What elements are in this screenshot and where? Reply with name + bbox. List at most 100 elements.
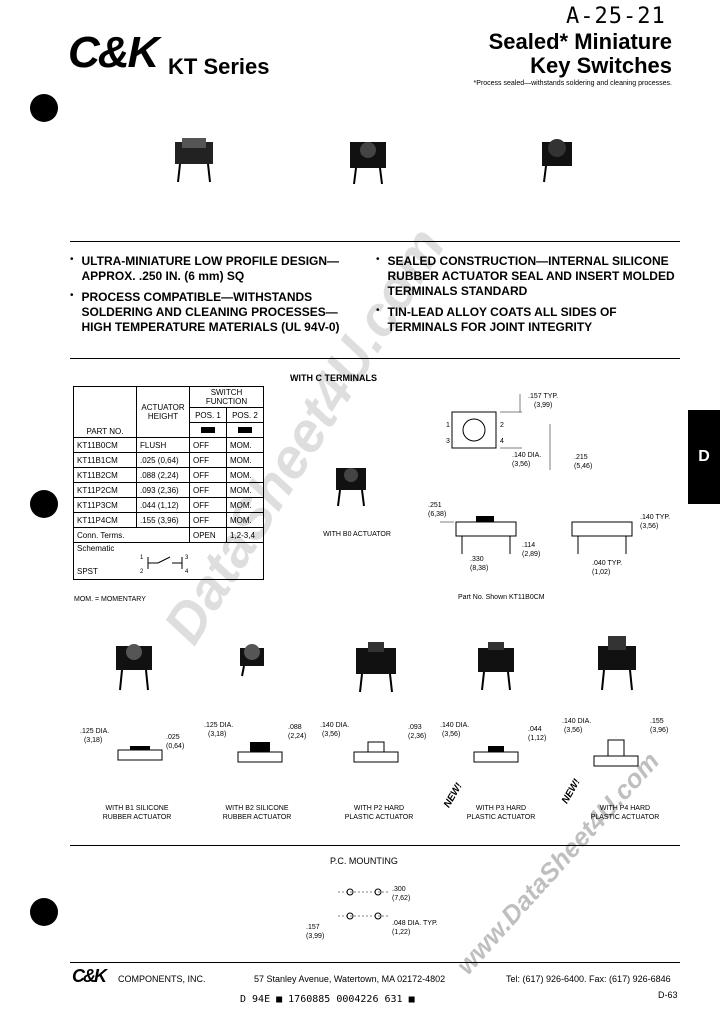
punch-hole-bottom: [30, 898, 58, 926]
caption-line: WITH B2 SILICONE: [225, 805, 289, 812]
caption-line: RUBBER ACTUATOR: [102, 814, 172, 821]
cell-part: KT11P3CM: [73, 497, 137, 513]
b2-dim-height: .088: [288, 724, 302, 731]
page-number: D-63: [658, 990, 678, 1000]
caption-line: WITH P2 HARD: [353, 805, 405, 812]
p3-dim-height-mm: (1,12): [528, 735, 547, 742]
feature-item: • PROCESS COMPATIBLE—WITHSTANDS SOLDERIN…: [70, 290, 360, 335]
p2-dim-dia: .140 DIA.: [320, 722, 350, 729]
p3-dim-height: .044: [528, 726, 542, 733]
actuator-photo-b1: [116, 644, 152, 691]
cell-part: KT11B0CM: [73, 437, 137, 453]
dim-3-99: (3,99): [534, 402, 553, 409]
mounting-drawing: [338, 888, 390, 920]
cell-height: FLUSH: [136, 437, 190, 453]
title-footnote: *Process sealed—withstands soldering and…: [473, 80, 672, 87]
b1-dim-height-mm: (0,64): [166, 743, 185, 750]
series-name: KT Series: [168, 54, 270, 79]
cell-height: .025 (0,64): [136, 452, 190, 468]
cell-pos1: OFF: [189, 437, 227, 453]
b0-caption: WITH B0 ACTUATOR: [323, 531, 391, 538]
caption-line: WITH B1 SILICONE: [105, 805, 169, 812]
mount-dim-048: .048 DIA. TYP.: [392, 920, 438, 927]
dim-2-89: (2,89): [522, 551, 541, 558]
title-line-2: Key Switches: [530, 53, 672, 78]
cell-pos1: OFF: [189, 467, 227, 483]
dim-3-56: (3,56): [512, 461, 531, 468]
cell-part: KT11P2CM: [73, 482, 137, 498]
p3-dim-dia-mm: (3,56): [442, 731, 461, 738]
feature-text: SEALED CONSTRUCTION—INTERNAL SILICONE RU…: [387, 254, 675, 298]
pin-2: 2: [140, 569, 144, 575]
dim-114: .114: [522, 542, 536, 549]
b2-dim-dia: .125 DIA.: [204, 722, 234, 729]
dim-5-46: (5,46): [574, 463, 593, 470]
footer-company: COMPONENTS, INC.: [118, 974, 206, 984]
caption-line: RUBBER ACTUATOR: [222, 814, 292, 821]
spst-label: SPST: [77, 567, 98, 576]
actuator-drawing-b2: [237, 742, 283, 763]
feature-item: • SEALED CONSTRUCTION—INTERNAL SILICONE …: [376, 254, 676, 299]
actuator-drawing-b1: [117, 746, 163, 761]
feature-bullet: •: [70, 290, 74, 301]
actuator-photo-p4: [598, 636, 636, 691]
dim-140-typ: .140 TYP.: [640, 514, 671, 521]
product-photos: [175, 138, 572, 185]
p2-dim-height-mm: (2,36): [408, 733, 427, 740]
p2-caption: WITH P2 HARD PLASTIC ACTUATOR: [334, 804, 424, 822]
p4-dim-dia: .140 DIA.: [562, 718, 592, 725]
pin-4: 4: [185, 569, 189, 575]
side-view-drawing: [440, 516, 633, 554]
p4-dim-height-mm: (3,96): [650, 727, 669, 734]
title-line-1: Sealed* Miniature: [488, 29, 672, 54]
dim-251: .251: [428, 502, 442, 509]
mom-footnote: MOM. = MOMENTARY: [74, 596, 146, 603]
footer-barcode: D 94E ■ 1760885 0004226 631 ■: [240, 994, 415, 1005]
punch-hole-middle: [30, 490, 58, 518]
dim-140-dia: .140 DIA.: [512, 452, 542, 459]
punch-hole-top: [30, 94, 58, 122]
dim-157-typ: .157 TYP.: [528, 393, 559, 400]
b1-dim-dia-mm: (3,18): [84, 737, 103, 744]
features-right: • SEALED CONSTRUCTION—INTERNAL SILICONE …: [376, 254, 676, 335]
features-rule-top: [70, 241, 680, 242]
top-view-drawing: [451, 394, 551, 470]
mount-dim-7-62: (7,62): [392, 895, 411, 902]
pin-1-label: 1: [446, 422, 450, 429]
pin-1: 1: [140, 555, 144, 561]
b1-caption: WITH B1 SILICONE RUBBER ACTUATOR: [92, 804, 182, 822]
caption-line: PLASTIC ACTUATOR: [344, 814, 414, 821]
footer-rule: [70, 962, 680, 963]
handwritten-note: A-25-21: [566, 4, 666, 29]
footer-phone: Tel: (617) 926-6400. Fax: (617) 926-6846: [506, 974, 671, 984]
b1-dim-dia: .125 DIA.: [80, 728, 110, 735]
footer-logo: C&K: [72, 966, 107, 986]
watermark-corner: www.DataSheet4U.com: [450, 745, 666, 981]
dim-3-56b: (3,56): [640, 523, 659, 530]
features-left: • ULTRA-MINIATURE LOW PROFILE DESIGN—APP…: [70, 254, 360, 335]
pin-4-label: 4: [500, 438, 504, 445]
feature-text: TIN-LEAD ALLOY COATS ALL SIDES OF TERMIN…: [387, 305, 617, 334]
ck-logo: C&K: [68, 28, 159, 77]
cell-height: .093 (2,36): [136, 482, 190, 498]
p4-dim-height: .155: [650, 718, 664, 725]
schematic-cell: Schematic SPST 1 2 3 4: [73, 542, 264, 580]
caption-line: WITH P3 HARD: [475, 805, 527, 812]
cell-pos1: OFF: [189, 482, 227, 498]
mounting-title: P.C. MOUNTING: [330, 856, 398, 866]
actuator-photo-p3: [478, 642, 514, 691]
cell-part: KT11P4CM: [73, 512, 137, 528]
actuator-drawings: [117, 739, 639, 767]
p3-dim-dia: .140 DIA.: [440, 722, 470, 729]
features-rule-bottom: [70, 358, 680, 359]
col-pos1: POS. 1: [189, 407, 227, 423]
caption-line: WITH P4 HARD: [599, 805, 651, 812]
actuator-drawing-p3: [473, 746, 519, 763]
cell-height: .088 (2,24): [136, 467, 190, 483]
pin-2-label: 2: [500, 422, 504, 429]
p4-dim-dia-mm: (3,56): [564, 727, 583, 734]
